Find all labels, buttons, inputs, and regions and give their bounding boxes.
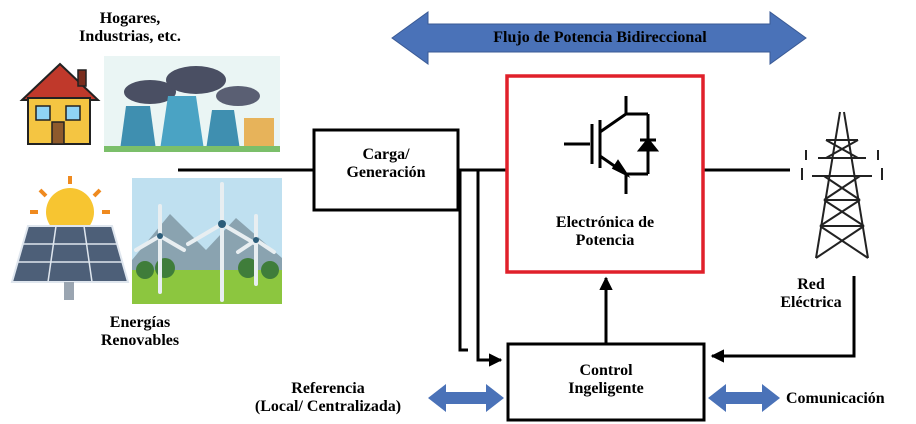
renewables-label-line2: Renovables — [100, 332, 180, 350]
factory-icon — [104, 56, 280, 152]
solar-panel-icon — [10, 176, 130, 302]
homes-label-line1: Hogares, — [99, 10, 161, 27]
grid-label-line2: Eléctrica — [780, 294, 842, 312]
load-generation-box — [312, 128, 460, 212]
power-electronics-label: Electrónica de Potencia — [507, 214, 703, 251]
transmission-tower-icon — [801, 111, 883, 259]
load-generation-line2: Generación — [346, 164, 426, 182]
communication-double-arrow — [708, 384, 780, 412]
grid-label: Red Eléctrica — [776, 276, 846, 313]
grid-label-line1: Red — [797, 276, 825, 293]
control-label-line1: Control — [579, 362, 633, 379]
homes-label-line2: Industrias, etc. — [79, 28, 181, 46]
homes-industries-label: Hogares, Industrias, etc. — [40, 10, 220, 47]
reference-label-line1: Referencia — [291, 380, 365, 397]
power-electronics-line1: Electrónica de — [555, 214, 655, 231]
connection-lines — [178, 168, 856, 367]
bidirectional-flow-label: Flujo de Potencia Bidireccional — [493, 29, 707, 46]
renewables-label: Energías Renovables — [60, 314, 220, 351]
control-label: Control Ingeligente — [508, 362, 704, 399]
igbt-symbol-icon — [564, 96, 660, 194]
reference-double-arrow — [428, 384, 504, 412]
control-box — [506, 342, 706, 422]
communication-label: Comunicación — [786, 390, 885, 407]
load-generation-label: Carga/ Generación — [314, 146, 458, 183]
renewables-label-line1: Energías — [109, 314, 171, 331]
bidirectional-flow-arrow — [391, 11, 807, 65]
house-icon — [14, 58, 102, 150]
load-generation-line1: Carga/ — [362, 146, 410, 163]
reference-label-line2: (Local/ Centralizada) — [254, 398, 402, 416]
reference-label: Referencia (Local/ Centralizada) — [230, 380, 426, 417]
control-label-line2: Ingeligente — [568, 380, 644, 398]
power-electronics-line2: Potencia — [575, 232, 635, 250]
wind-turbines-icon — [132, 178, 282, 304]
power-electronics-box — [505, 74, 705, 274]
